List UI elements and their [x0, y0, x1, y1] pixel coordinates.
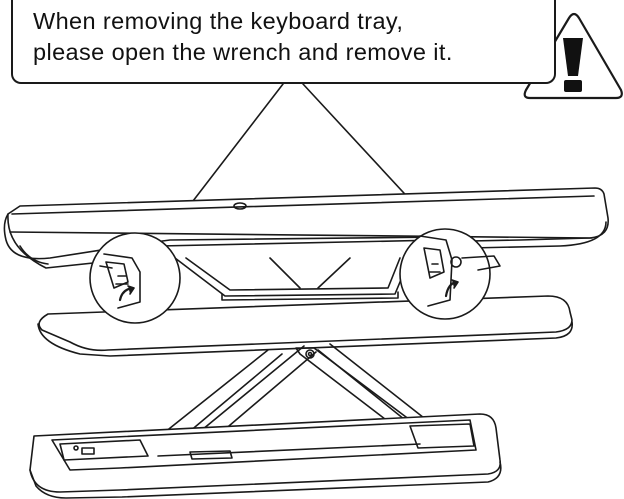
instruction-line-2: please open the wrench and remove it. [33, 39, 453, 65]
instruction-text: When removing the keyboard tray, please … [33, 6, 553, 68]
instruction-line-1: When removing the keyboard tray, [33, 8, 404, 34]
detail-circle-right [399, 228, 501, 320]
pivot-bolt [305, 349, 315, 359]
base-frame [29, 413, 502, 499]
upper-bracket [174, 257, 411, 301]
detail-circle-left [89, 232, 181, 324]
cable-hole [233, 202, 247, 210]
instruction-callout: When removing the keyboard tray, please … [11, 0, 556, 84]
